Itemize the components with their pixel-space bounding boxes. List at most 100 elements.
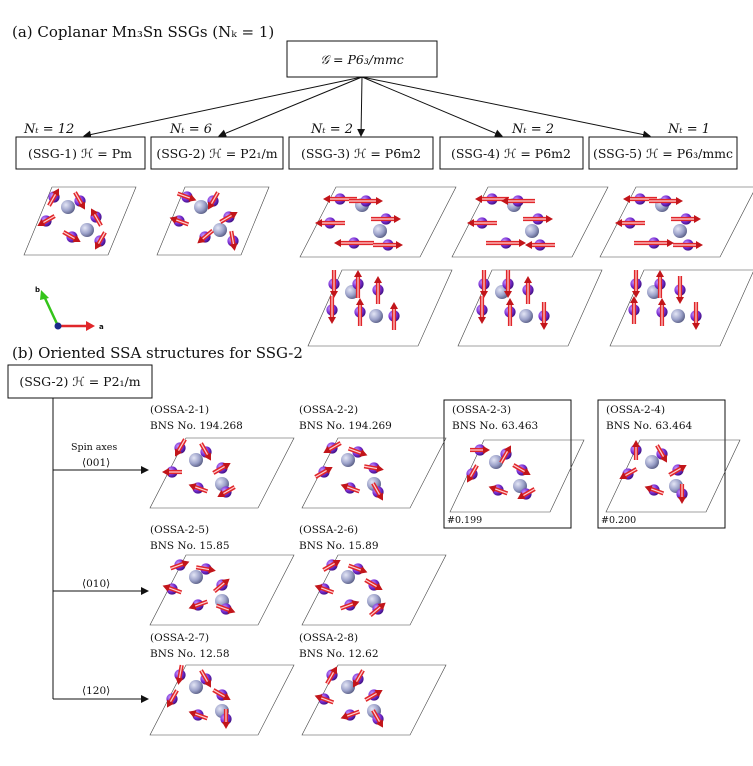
ossa-2-8-bns: BNS No. 12.62	[299, 648, 379, 660]
spin-arrow	[212, 688, 231, 700]
axis-001-label: ⟨001⟩	[82, 457, 110, 469]
spin-arrow	[525, 241, 555, 249]
structure-ossa-2-8	[301, 664, 447, 736]
spin-arrow	[678, 484, 686, 504]
spin-arrow	[175, 664, 184, 685]
spin-arrow	[37, 214, 56, 226]
ossa-2-5-name: (OSSA-2-5)	[150, 524, 209, 536]
unit-cell-outline	[307, 269, 453, 347]
ssg1-box	[15, 136, 146, 170]
unit-cell-outline	[23, 186, 137, 256]
spin-arrow	[215, 603, 236, 614]
spin-arrow	[229, 230, 238, 251]
a-axis-head	[86, 321, 95, 331]
spin-arrow	[169, 216, 190, 227]
spin-arrow	[325, 666, 337, 685]
spin-arrow	[356, 298, 364, 326]
spin-arrow	[374, 276, 382, 304]
ssg3-label: (SSG-3) ℋ = P6̄m2	[301, 146, 421, 161]
sn-atom	[673, 224, 687, 238]
nt-label-ssg1: Nₜ = 12	[23, 122, 74, 137]
ossa-2-3-frame	[443, 399, 572, 529]
unit-cell-outline	[301, 664, 447, 736]
ssg1-label: (SSG-1) ℋ = Pm	[28, 146, 132, 161]
spin-arrow	[347, 563, 368, 574]
spin-arrow	[217, 485, 236, 497]
structure-ssg1	[23, 186, 137, 256]
spin-arrow	[188, 483, 209, 494]
spin-arrow	[470, 446, 490, 454]
spin-arrow	[634, 239, 674, 247]
axis-120-label: ⟨120⟩	[82, 685, 110, 697]
spin-arrow	[73, 191, 85, 210]
spin-arrow	[656, 270, 664, 298]
spin-arrow	[673, 241, 703, 249]
unit-cell-outline	[451, 186, 609, 258]
sn-atom	[369, 309, 383, 323]
structure-ossa-2-1	[149, 437, 295, 509]
spin-arrow	[195, 565, 216, 574]
unit-cell-outline	[301, 554, 447, 626]
spin-arrow	[480, 270, 488, 298]
structure-ossa-2-5	[149, 554, 295, 626]
c-axis-dot	[54, 322, 62, 330]
parent-group-box	[286, 40, 438, 78]
spin-arrow	[339, 600, 360, 611]
spin-arrow	[212, 463, 231, 475]
ossa-2-6-bns: BNS No. 15.89	[299, 540, 379, 552]
ssg2-label: (SSG-2) ℋ = P2₁/m	[156, 146, 277, 161]
spin-arrow	[323, 441, 342, 453]
sn-atom	[189, 570, 203, 584]
spin-arrow	[95, 231, 107, 250]
spin-arrow	[314, 694, 335, 705]
structure-ssg3-top	[299, 186, 457, 258]
panel-a-title: (a) Coplanar Mn₃Sn SSGs (Nₖ = 1)	[12, 23, 274, 41]
spin-axes-label: Spin axes	[71, 442, 117, 453]
sn-atom	[61, 200, 75, 214]
ossa-2-4-frame	[597, 399, 726, 529]
ossa-2-2-name: (OSSA-2-2)	[299, 404, 358, 416]
sn-atom	[80, 223, 94, 237]
structure-ssg2	[156, 186, 270, 256]
ssg2-root-label: (SSG-2) ℋ = P2₁/m	[19, 374, 140, 389]
spin-arrow	[347, 446, 368, 457]
spin-arrow	[349, 197, 383, 205]
unit-cell-outline	[605, 439, 741, 513]
spin-arrow	[175, 438, 187, 457]
spin-arrow	[499, 445, 511, 464]
spin-arrow	[199, 442, 211, 461]
ossa-2-3-bns: BNS No. 63.463	[452, 420, 538, 432]
spin-arrow	[188, 599, 209, 610]
unit-cell-outline	[609, 269, 753, 347]
spin-arrow	[632, 440, 640, 460]
axis-010-label: ⟨010⟩	[82, 578, 110, 590]
spin-arrow	[47, 188, 59, 207]
spin-arrow	[523, 215, 553, 223]
sn-atom	[341, 453, 355, 467]
spin-arrow	[488, 485, 509, 496]
b-axis-label: b	[35, 286, 40, 294]
sn-atom	[645, 455, 659, 469]
spin-arrow	[363, 464, 384, 473]
spin-arrow	[219, 212, 238, 224]
axis-triad: b a	[35, 286, 104, 331]
structure-ssg3-bottom	[307, 269, 453, 347]
unit-cell-outline	[149, 664, 295, 736]
nt-label-ssg5: Nₜ = 1	[667, 122, 710, 137]
spin-arrow	[467, 464, 479, 483]
spin-arrow	[671, 215, 701, 223]
sn-atom	[213, 223, 227, 237]
structure-ssg5-top	[599, 186, 753, 258]
unit-cell-outline	[149, 554, 295, 626]
structure-ossa-2-3	[449, 439, 585, 513]
ossa-2-4-bns: BNS No. 63.464	[606, 420, 692, 432]
ossa-2-2-bns: BNS No. 194.269	[299, 420, 392, 432]
ssg2-root-box	[7, 364, 153, 399]
ossa-2-8-name: (OSSA-2-8)	[299, 632, 358, 644]
spin-arrow	[314, 467, 333, 479]
spin-arrow	[315, 219, 345, 227]
spin-arrow	[364, 578, 383, 590]
sn-atom	[519, 309, 533, 323]
spin-arrow	[475, 195, 509, 203]
spin-arrow	[478, 296, 486, 324]
